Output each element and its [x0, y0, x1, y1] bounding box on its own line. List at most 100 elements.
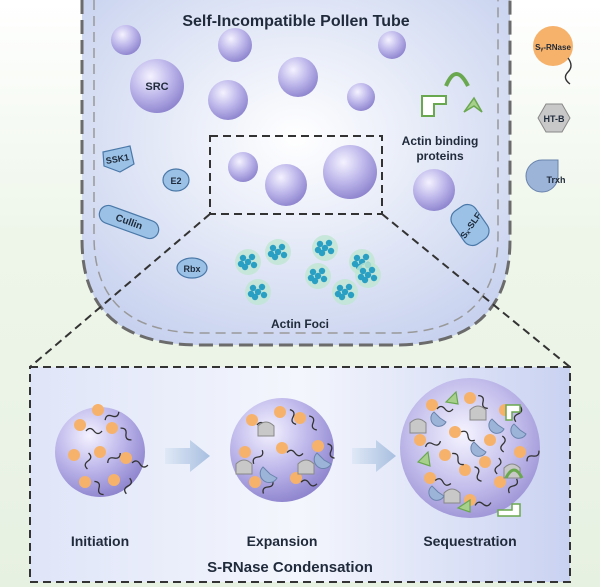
svg-text:Sᵧ-RNase: Sᵧ-RNase: [535, 43, 571, 52]
droplet: [130, 59, 184, 113]
trxh-molecule: [510, 423, 527, 439]
rnase-molecule: [92, 404, 104, 416]
rnase-molecule: [484, 434, 496, 446]
ht-b-molecule: [257, 421, 275, 437]
disordered-region: [474, 501, 492, 507]
arch-protein: [444, 72, 470, 87]
trxh-molecule: [313, 452, 332, 470]
pollen-tube-wall: [80, 0, 512, 347]
legend-trxh: Trxh: [525, 159, 566, 193]
droplet: [228, 152, 258, 182]
rnase-molecule: [494, 476, 506, 488]
legend: Sᵧ-RNase HT-B Trxh: [525, 26, 573, 193]
rnase-molecule: [120, 452, 132, 464]
disordered-region: [478, 394, 488, 410]
disordered-region: [308, 415, 318, 431]
rbx-protein: Rbx: [176, 257, 208, 279]
e2-protein: E2: [162, 168, 190, 192]
tube-droplets: [111, 25, 455, 211]
stage-label-initiation: Initiation: [71, 533, 129, 549]
rnase-molecule: [246, 414, 258, 426]
rnase-molecule: [514, 446, 526, 458]
actin-focus: [305, 263, 331, 289]
bottom-title: S-RNase Condensation: [207, 559, 373, 576]
droplet: [265, 164, 307, 206]
rnase-molecule: [290, 472, 302, 484]
svg-text:HT-B: HT-B: [544, 114, 565, 124]
rnase-molecule: [464, 392, 476, 404]
disordered-region: [494, 457, 502, 475]
sequestration-droplet: [400, 378, 540, 518]
l-shape-protein: [421, 95, 447, 117]
disordered-region: [85, 427, 103, 435]
title: Self-Incompatible Pollen Tube: [182, 13, 409, 30]
disordered-region: [262, 480, 274, 494]
rnase-molecule: [249, 476, 261, 488]
droplet: [111, 25, 141, 55]
trxh-molecule: [259, 466, 278, 484]
actin-focus: [245, 279, 271, 305]
disordered-region: [526, 450, 540, 462]
rnase-molecule: [312, 440, 324, 452]
chevron-protein: [444, 390, 459, 405]
chevron-protein: [416, 450, 431, 467]
ht-b-molecule: [469, 405, 487, 421]
droplet: [323, 145, 377, 199]
actin-focus: [332, 279, 358, 305]
disordered-region: [474, 466, 482, 482]
disordered-region: [434, 478, 452, 486]
disordered-region: [327, 443, 335, 459]
droplet: [278, 57, 318, 97]
svg-text:SSK1: SSK1: [105, 152, 130, 166]
disordered-region: [452, 452, 464, 466]
actin-focus: [355, 262, 381, 288]
ht-b-molecule: [443, 488, 461, 504]
droplet: [208, 80, 248, 120]
ht-b-molecule: [235, 459, 253, 475]
label-actin-binding-2: proteins: [416, 149, 464, 163]
disordered-region: [104, 411, 120, 421]
droplet: [378, 31, 406, 59]
rnase-molecule: [274, 406, 286, 418]
disordered-region: [131, 460, 149, 468]
zoom-line-left: [29, 213, 211, 368]
disordered-region: [252, 450, 264, 464]
disordered-region: [424, 440, 442, 448]
svg-text:Rbx: Rbx: [183, 264, 200, 274]
disordered-region: [436, 405, 454, 413]
ht-b-molecule: [297, 459, 315, 475]
disordered-region: [461, 430, 475, 442]
initiation-droplet: [55, 404, 149, 497]
rnase-molecule: [79, 476, 91, 488]
ht-b-molecule: [409, 418, 427, 434]
disordered-region: [94, 480, 104, 496]
disordered-region: [107, 452, 121, 464]
rnase-molecule: [424, 472, 436, 484]
disordered-region: [286, 449, 304, 457]
arrow-expansion-to-sequestration: [352, 440, 396, 472]
rnase-molecule: [449, 426, 461, 438]
l-shape-protein: [505, 404, 521, 421]
rnase-molecule: [439, 449, 451, 461]
stage-label-expansion: Expansion: [247, 533, 318, 549]
actin-binding-proteins: [421, 72, 483, 117]
actin-focus: [265, 239, 291, 265]
disordered-region: [84, 452, 92, 470]
label-src: SRC: [145, 81, 168, 93]
label-actin-binding-1: Actin binding: [402, 134, 479, 148]
droplet: [347, 83, 375, 111]
stage-label-sequestration: Sequestration: [423, 533, 516, 549]
rnase-molecule: [94, 446, 106, 458]
rnase-molecule: [74, 419, 86, 431]
slf-protein: Sₓ-SLF: [450, 203, 490, 247]
disordered-region: [500, 435, 506, 453]
trxh-molecule: [428, 485, 445, 501]
disordered-region: [124, 477, 132, 495]
actin-focus: [312, 235, 338, 261]
droplet: [413, 169, 455, 211]
legend-s-rnase: Sᵧ-RNase: [533, 26, 573, 85]
rnase-molecule: [106, 422, 118, 434]
expansion-droplet: [230, 398, 335, 502]
droplet: [218, 28, 252, 62]
